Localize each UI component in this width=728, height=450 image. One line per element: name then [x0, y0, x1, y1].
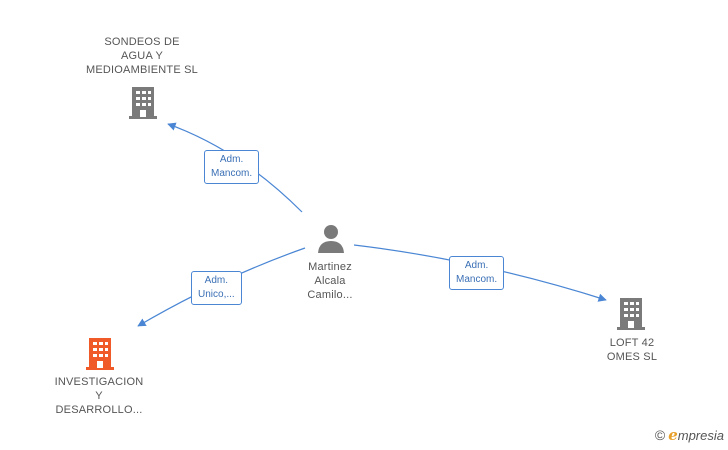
person-icon[interactable] [315, 223, 347, 253]
building-icon[interactable] [84, 336, 116, 370]
node-label-sondeos[interactable]: SONDEOS DE AGUA Y MEDIOAMBIENTE SL [86, 36, 198, 76]
edge-label-sondeos[interactable]: Adm. Mancom. [204, 150, 260, 184]
node-label-loft[interactable]: LOFT 42 OMES SL [606, 337, 658, 363]
edge-label-loft[interactable]: Adm. Mancom. [449, 256, 505, 290]
brand-watermark: ©empresia [655, 426, 724, 444]
building-icon[interactable] [127, 85, 159, 119]
brand-name: mpresia [677, 428, 724, 443]
node-label-investigacion[interactable]: INVESTIGACION Y DESARROLLO... [54, 376, 144, 416]
copyright-icon: © [654, 427, 666, 443]
node-label-person[interactable]: Martinez Alcala Camilo... [307, 261, 353, 301]
edge-label-investigacion[interactable]: Adm. Unico,... [191, 271, 242, 305]
building-icon[interactable] [615, 296, 647, 330]
brand-initial: e [668, 426, 678, 444]
